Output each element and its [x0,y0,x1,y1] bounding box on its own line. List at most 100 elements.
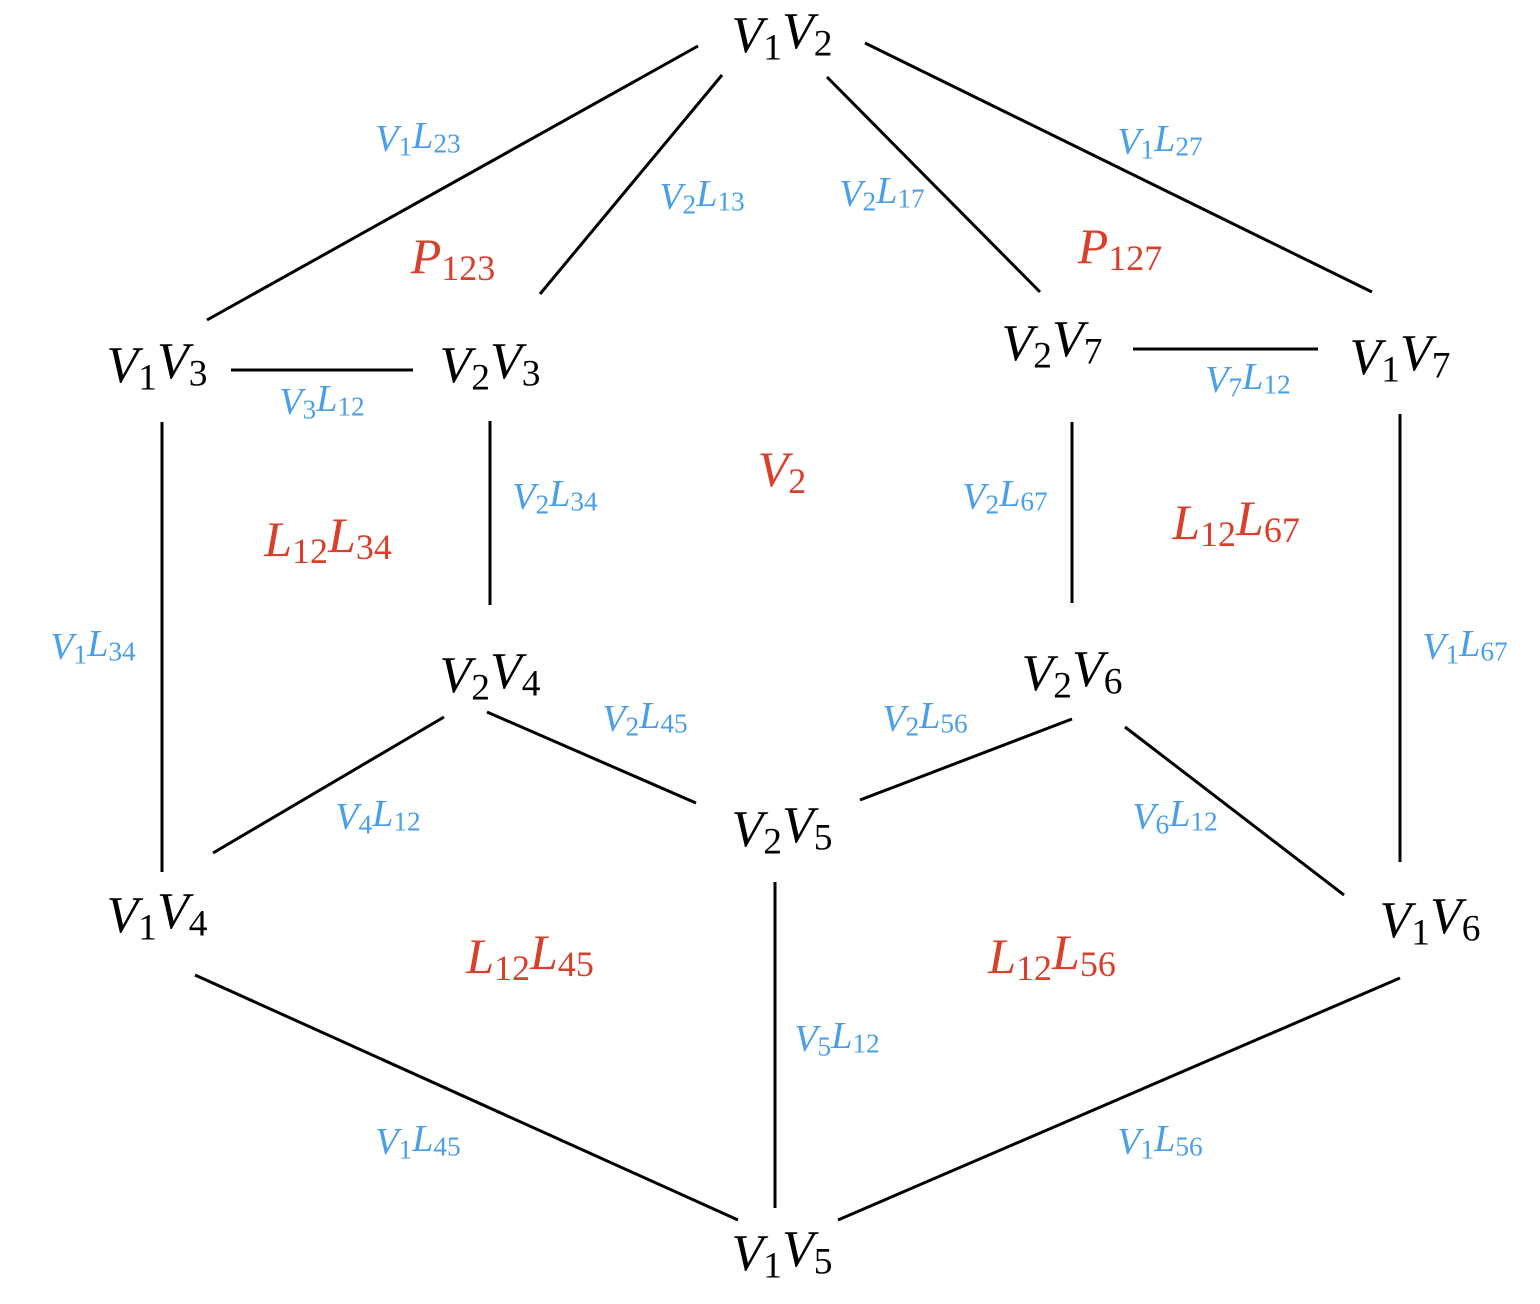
edge-label-v12-v27-sub2: 17 [897,184,924,214]
edge-label-v13-v14-sub: 1 [74,640,88,670]
edge-line-v12-v27 [825,75,1042,294]
edge-label-v27-v17: V7L12 [1205,356,1290,403]
edge-line-v24-v25 [486,710,697,805]
face-label-l12l45-sub: 12 [494,948,530,988]
edge-label-v17-v16-base2: L [1458,623,1480,665]
edge-label-v17-v16-sub: 1 [1446,640,1460,670]
vertex-label-v15-base2: V [782,1221,819,1278]
edge-label-v12-v27: V2L17 [839,170,924,217]
edge-label-v24-v14-base: V [335,796,362,838]
vertex-label-v12-base2: V [782,3,819,60]
edge-label-v26-v16-sub: 6 [1156,810,1170,840]
edge-label-v25-v15: V5L12 [794,1015,879,1062]
vertex-label-v12: V1V2 [732,3,833,68]
edge-label-v13-v23-base: V [279,381,306,423]
face-label-p127: P127 [1077,218,1163,278]
edge-label-v17-v16-base: V [1422,626,1449,668]
edge-label-v26-v16: V6L12 [1132,793,1217,840]
face-label-l12l67-sub: 12 [1200,514,1236,554]
edge-label-v26-v16-base2: L [1168,793,1190,835]
edge-label-v12-v23: V2L13 [659,173,744,220]
vertex-label-v15-base: V [732,1225,769,1282]
edge-lines [160,41,1402,1222]
edge-label-v25-v15-base: V [794,1018,821,1060]
vertex-label-v15-sub2: 5 [814,1241,833,1282]
edge-label-v14-v15-base2: L [411,1118,433,1160]
edge-label-v14-v15-sub: 1 [399,1135,413,1165]
face-label-l12l56-base2: L [1051,925,1080,981]
edge-label-v12-v13-base: V [375,118,402,160]
vertex-label-v17-base: V [1350,329,1387,386]
edge-label-v27-v17-sub2: 12 [1263,370,1290,400]
edge-line-v12-v17 [864,41,1373,294]
edge-label-v26-v16-sub2: 12 [1190,807,1217,837]
vertex-label-v14-sub: 1 [138,907,157,948]
edge-label-v24-v14-sub2: 12 [393,807,420,837]
vertex-label-v27-sub2: 7 [1084,331,1103,372]
face-label-l12l34-base: L [263,511,292,567]
face-label-p123-base: P [410,228,442,284]
face-label-p127-base: P [1077,218,1109,274]
edge-label-v14-v15-base: V [375,1121,402,1163]
edge-line-v26-v16 [1124,725,1345,897]
vertex-label-v24-base: V [440,647,477,704]
vertex-label-v14-sub2: 4 [189,903,208,944]
vertex-label-v17-sub2: 7 [1432,345,1451,386]
edge-line-v16-v15 [837,976,1401,1222]
edge-line-v24-v14 [212,715,445,855]
vertex-label-v25-base: V [732,801,769,858]
face-label-v2: V2 [758,441,807,501]
edge-label-v17-v16-sub2: 67 [1480,637,1507,667]
edge-label-v12-v23-base2: L [695,173,717,215]
face-label-l12l45-sub2: 45 [558,944,594,984]
edge-label-v12-v13-sub: 1 [399,132,413,162]
face-label-l12l56: L12L56 [987,925,1116,989]
edge-label-v13-v23-base2: L [315,378,337,420]
edge-label-v12-v13-sub2: 23 [433,129,460,159]
edge-label-v12-v17: V1L27 [1117,118,1202,165]
vertex-label-v12-base: V [732,7,769,64]
vertex-label-v26-base2: V [1072,641,1109,698]
edge-label-v23-v24: V2L34 [512,473,598,520]
edge-label-v26-v25-base: V [882,698,909,740]
edge-label-v13-v14-sub2: 34 [108,637,136,667]
edge-label-v25-v15-sub: 5 [818,1032,832,1062]
edge-label-v13-v23-sub2: 12 [337,392,364,422]
face-label-v2-base: V [758,441,794,497]
vertex-label-v24: V2V4 [440,643,541,708]
face-label-p123-sub: 123 [441,248,495,288]
face-label-v2-sub: 2 [788,461,806,501]
edge-label-v16-v15-base: V [1117,1121,1144,1163]
edge-label-v24-v25: V2L45 [602,695,687,742]
edge-label-v23-v24-base: V [512,476,539,518]
vertex-label-v15: V1V5 [732,1221,833,1286]
edge-label-v13-v23-sub: 3 [303,395,317,425]
vertex-label-v25-sub2: 5 [814,817,833,858]
edge-label-v13-v23: V3L12 [279,378,364,425]
vertex-label-v14: V1V4 [107,883,208,948]
vertex-label-v16-base2: V [1430,888,1467,945]
vertex-label-v13-base: V [107,337,144,394]
vertex-label-v23-base2: V [490,333,527,390]
edge-line-v12-v23 [538,74,724,295]
vertex-label-v13: V1V3 [107,333,208,398]
edge-label-v27-v26-base2: L [998,473,1020,515]
edge-label-v25-v15-base2: L [830,1015,852,1057]
edge-label-v16-v15-sub: 1 [1141,1135,1155,1165]
vertex-label-v24-sub2: 4 [522,663,541,704]
edge-label-v12-v13-base2: L [411,115,433,157]
face-label-p123: P123 [410,228,496,288]
vertex-label-v23: V2V3 [440,333,541,398]
face-label-l12l56-sub: 12 [1016,948,1052,988]
vertex-label-v14-base2: V [157,883,194,940]
face-label-l12l67: L12L67 [1171,491,1300,555]
edge-label-v24-v14-sub: 4 [359,810,373,840]
edge-label-v26-v25-sub2: 56 [940,709,967,739]
edge-label-v12-v23-sub2: 13 [717,187,744,217]
edge-label-v26-v16-base: V [1132,796,1159,838]
vertex-label-v26-sub2: 6 [1104,661,1123,702]
edge-label-v13-v14-base2: L [86,623,108,665]
